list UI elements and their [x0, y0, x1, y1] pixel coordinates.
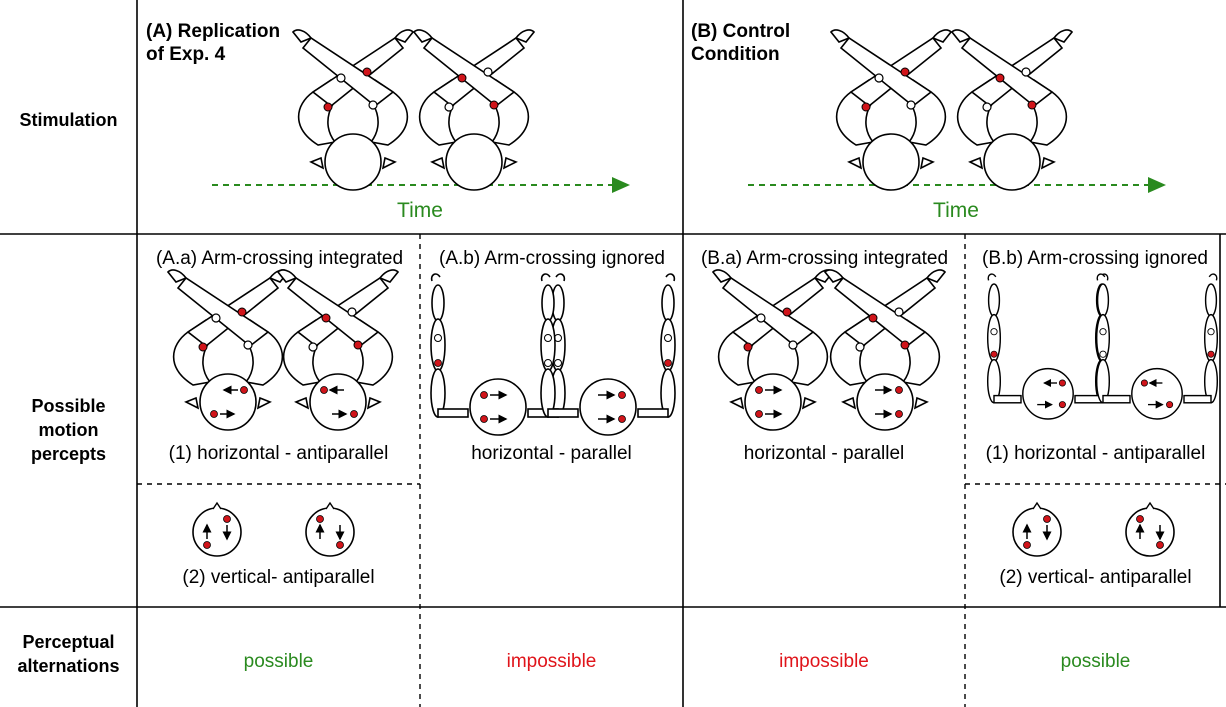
subpanel-aa-title: (A.a) Arm-crossing integrated — [155, 248, 404, 269]
time-label-b: Time — [933, 199, 979, 222]
caption-ab-percept: horizontal - parallel — [471, 443, 632, 464]
subpanel-ab-title: (A.b) Arm-crossing ignored — [439, 248, 665, 269]
motion-arrow-icon — [210, 385, 248, 419]
subpanel-ba-title: (B.a) Arm-crossing integrated — [700, 248, 949, 269]
motion-arrow-icon — [755, 385, 783, 419]
time-label-a: Time — [397, 199, 443, 222]
row-label-stimulation: Stimulation — [19, 110, 118, 130]
alternation-ba: impossible — [779, 651, 869, 672]
alternation-ab: impossible — [506, 651, 597, 672]
motion-arrow-icon — [480, 390, 508, 424]
motion-arrow-icon — [1037, 378, 1066, 409]
motion-arrow-icon — [320, 385, 358, 419]
caption-aa-percept2: (2) vertical- antiparallel — [182, 567, 375, 588]
panel-a-title: (A) Replication of Exp. 4 — [146, 21, 281, 65]
uncrossed-arms-figure-icon — [540, 273, 676, 436]
head-circle-icon — [305, 501, 355, 557]
subpanel-bb-title: (B.b) Arm-crossing ignored — [982, 248, 1208, 269]
caption-ba-percept: horizontal - parallel — [743, 443, 905, 464]
caption-bb-percept2: (2) vertical- antiparallel — [999, 567, 1192, 588]
crossed-arms-figure-icon — [167, 269, 289, 431]
motion-arrow-icon — [875, 385, 903, 419]
crossed-arms-figure-icon — [413, 29, 535, 191]
crossed-arms-figure-icon — [824, 269, 946, 431]
uncrossed-arms-figure-icon — [430, 273, 566, 436]
crossed-arms-figure-icon — [277, 269, 399, 431]
caption-bb-percept1: (1) horizontal - antiparallel — [985, 443, 1206, 464]
alternation-bb: possible — [1060, 651, 1131, 672]
crossed-arms-figure-icon — [292, 29, 414, 191]
head-circle-icon — [1012, 501, 1062, 557]
motion-arrow-icon — [1140, 378, 1174, 409]
row-label-percepts: Possible motion percepts — [30, 396, 107, 464]
uncrossed-arms-figure-icon — [1095, 273, 1219, 420]
head-circle-icon — [192, 501, 242, 557]
crossed-arms-figure-icon — [830, 29, 952, 191]
crossed-arms-figure-icon — [712, 269, 834, 431]
motion-arrow-icon — [598, 390, 626, 424]
crossed-arms-figure-icon — [951, 29, 1073, 191]
alternation-aa: possible — [243, 651, 314, 672]
row-label-alternations: Perceptual alternations — [17, 632, 120, 676]
caption-aa-percept1: (1) horizontal - antiparallel — [168, 443, 389, 464]
panel-b-title: (B) Control Condition — [691, 21, 791, 65]
head-circle-icon — [1125, 501, 1175, 557]
uncrossed-arms-figure-icon — [986, 273, 1110, 420]
